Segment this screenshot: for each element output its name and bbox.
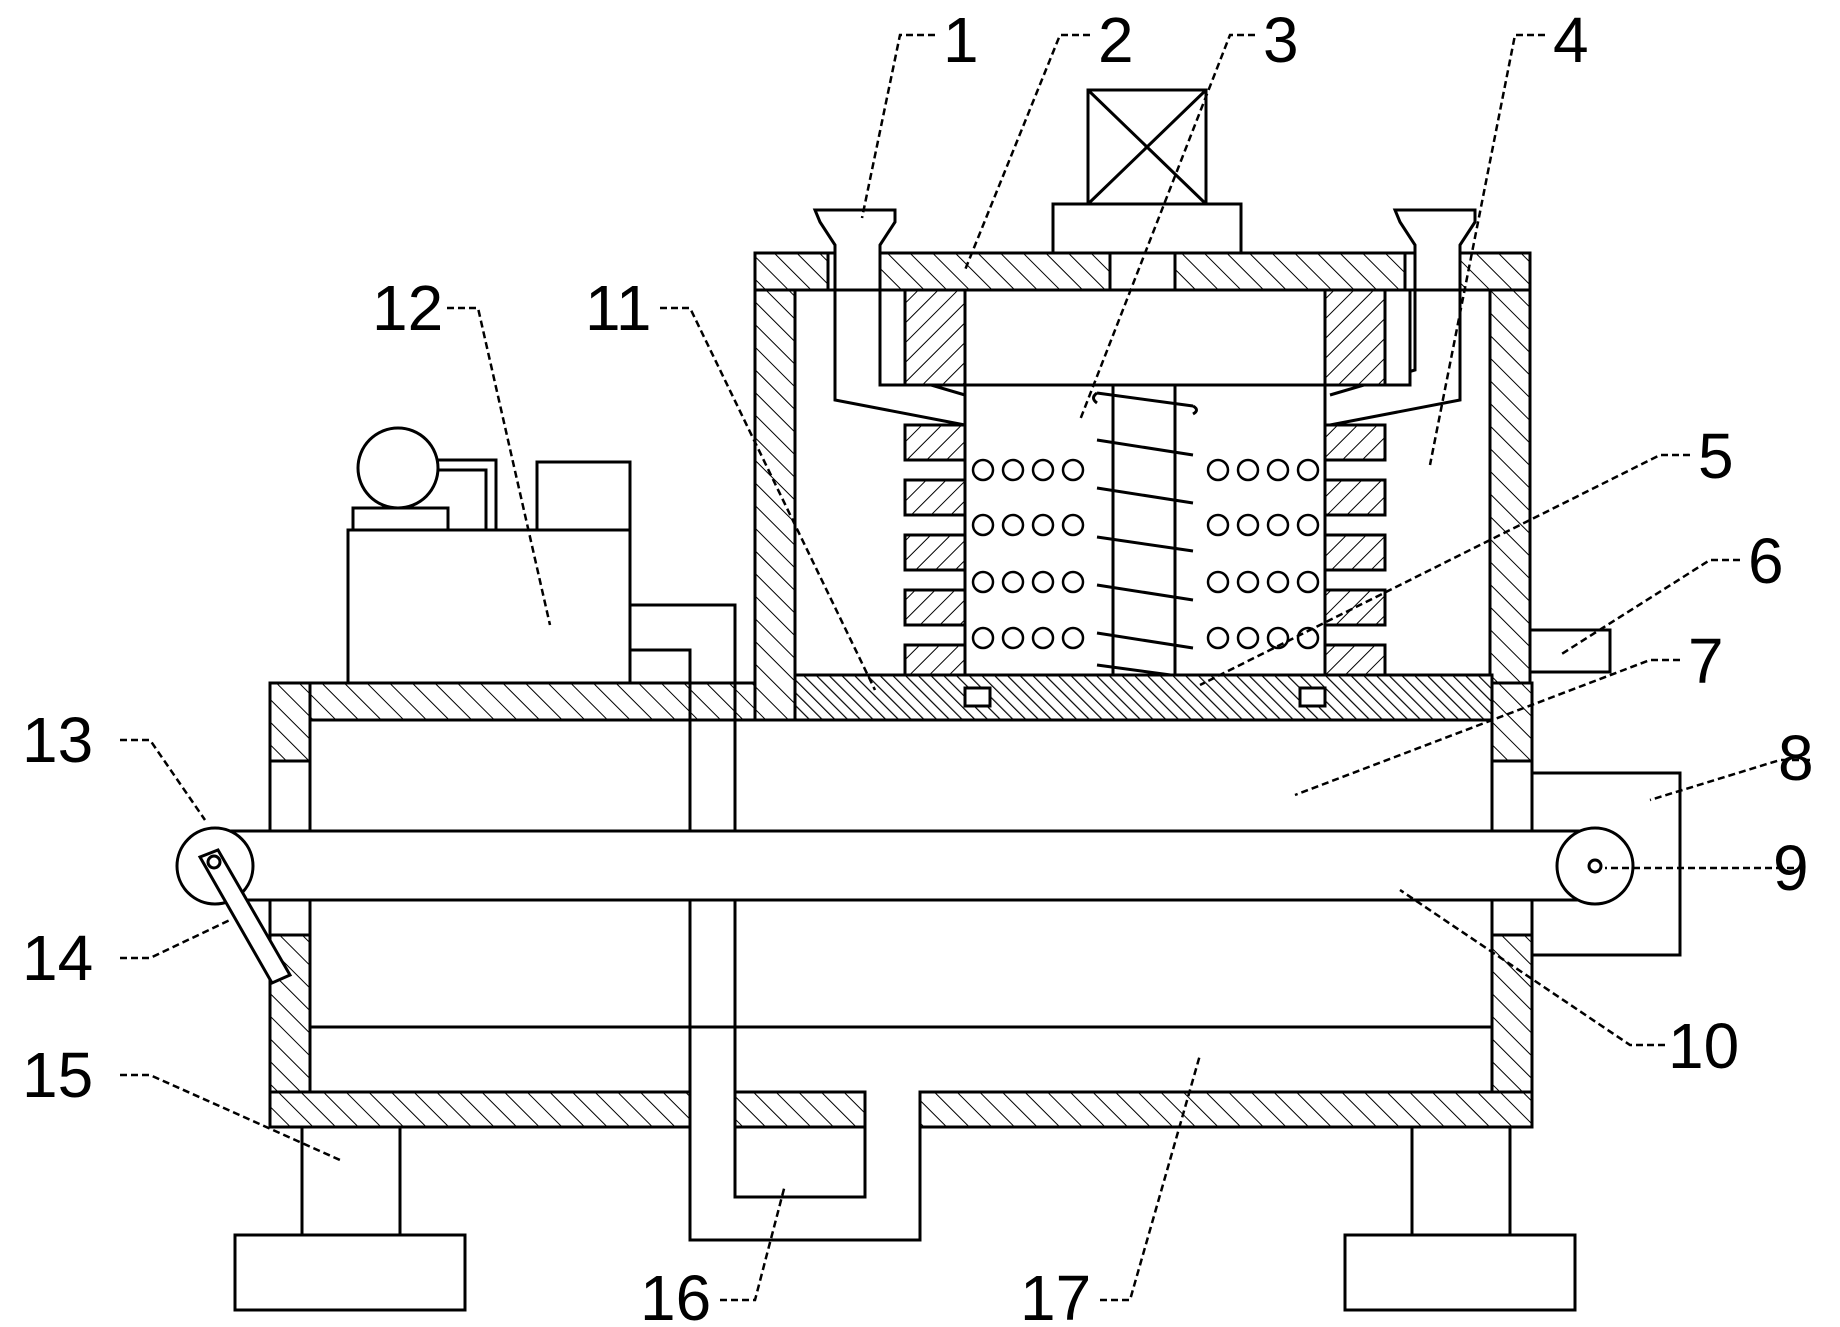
sieve-hole <box>1061 626 1085 650</box>
main-housing <box>268 681 1534 1129</box>
sieve-hole <box>1031 513 1055 537</box>
label-5: 5 <box>1698 420 1734 492</box>
label-14: 14 <box>22 922 93 994</box>
conveyor <box>175 826 1635 985</box>
screen-holes <box>971 458 1320 650</box>
sieve-hole <box>1001 570 1025 594</box>
sieve-hole <box>1296 513 1320 537</box>
sieve-hole <box>1296 458 1320 482</box>
return-pipe <box>630 603 737 1092</box>
label-7: 7 <box>1688 625 1724 697</box>
sieve-hole <box>1031 570 1055 594</box>
sieve-hole <box>1206 513 1230 537</box>
label-11: 11 <box>585 272 651 344</box>
legs <box>233 1125 1577 1312</box>
sieve-hole <box>1236 513 1260 537</box>
sieve-hole <box>1206 458 1230 482</box>
label-16: 16 <box>640 1262 711 1327</box>
sieve-hole <box>1236 458 1260 482</box>
top-motor <box>1051 88 1243 255</box>
sieve-hole <box>971 570 995 594</box>
part-labels: 1 2 3 4 5 6 7 8 9 10 11 12 13 14 15 16 1… <box>22 4 1814 1327</box>
label-9: 9 <box>1773 832 1809 904</box>
label-1: 1 <box>943 4 979 76</box>
sieve-hole <box>1031 458 1055 482</box>
sieve-hole <box>1001 513 1025 537</box>
sieve-hole <box>1236 626 1260 650</box>
label-3: 3 <box>1263 4 1299 76</box>
label-2: 2 <box>1098 4 1134 76</box>
label-10: 10 <box>1668 1010 1739 1082</box>
outlet-pipe <box>1528 628 1612 674</box>
sieve-hole <box>1001 458 1025 482</box>
sieve-hole <box>1206 570 1230 594</box>
sieve-hole <box>971 458 995 482</box>
label-4: 4 <box>1553 4 1589 76</box>
leader-lines <box>120 33 1810 1302</box>
sieve-hole <box>1296 626 1320 650</box>
sieve-hole <box>1061 513 1085 537</box>
sieve-hole <box>1236 570 1260 594</box>
sieve-hole <box>1206 626 1230 650</box>
sieve-hole <box>1061 570 1085 594</box>
label-6: 6 <box>1748 525 1784 597</box>
base-plate <box>793 673 1494 722</box>
label-8: 8 <box>1778 722 1814 794</box>
pump-unit <box>346 426 632 685</box>
collection-tray <box>310 1027 1492 1092</box>
label-15: 15 <box>22 1039 93 1111</box>
sieve-hole <box>1001 626 1025 650</box>
label-12: 12 <box>372 272 443 344</box>
sieve-hole <box>1266 513 1290 537</box>
sieve-hole <box>1266 458 1290 482</box>
drive-housing <box>1532 771 1682 957</box>
sieve-hole <box>1061 458 1085 482</box>
sieve-hole <box>1031 626 1055 650</box>
sieve-hole <box>971 513 995 537</box>
drain-box <box>688 1125 922 1242</box>
sieve-hole <box>1296 570 1320 594</box>
screen-cylinder <box>878 288 1412 680</box>
sieve-hole <box>971 626 995 650</box>
sieve-hole <box>1266 570 1290 594</box>
label-13: 13 <box>22 704 93 776</box>
label-17: 17 <box>1020 1262 1091 1327</box>
